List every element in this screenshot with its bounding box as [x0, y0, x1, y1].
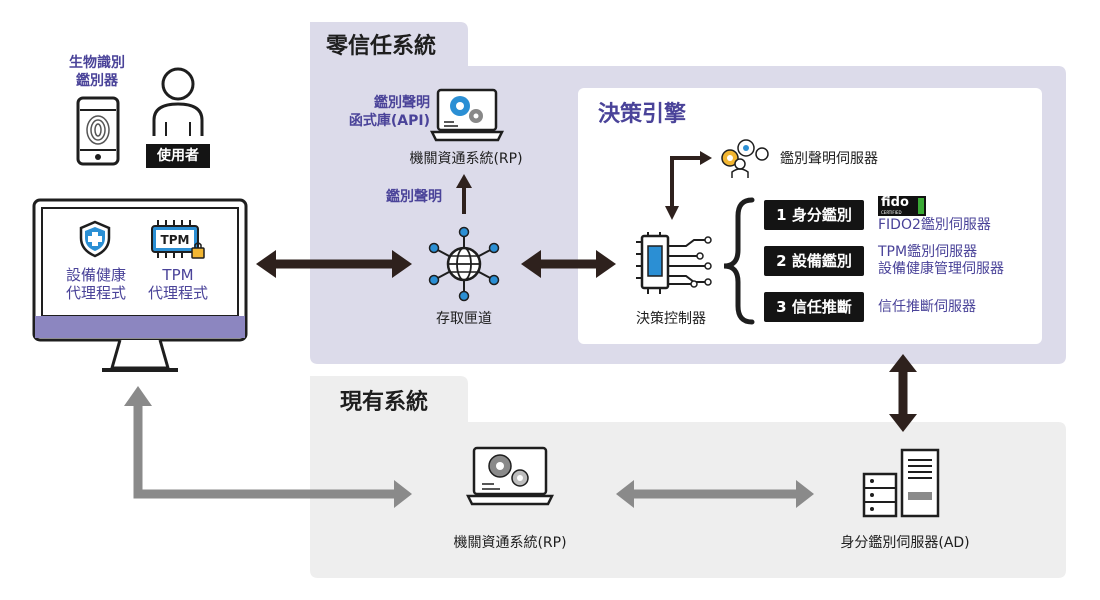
existing-panel	[310, 376, 1066, 578]
tpm-chip-icon: TPM	[151, 220, 205, 259]
arrow-client-gateway	[256, 250, 412, 278]
step-identity-servers: FIDO2鑑別伺服器	[878, 217, 991, 233]
tpm-chip-text: TPM	[161, 233, 190, 247]
assertion-server-label: 鑑別聲明伺服器	[780, 151, 878, 167]
step-identity-badge: 1 身分鑑別	[764, 200, 864, 230]
fido-logo-certified: CERTIFIED	[881, 210, 902, 215]
existing-rp-label: 機關資通系統(RP)	[453, 535, 567, 551]
decision-controller-icon	[636, 232, 712, 294]
fido-logo: fido CERTIFIED	[878, 196, 926, 216]
library-label: 鑑別聲明 函式庫(API)	[348, 95, 430, 129]
arrow-existing-rp-ad	[616, 480, 814, 508]
step-trust-servers: 信任推斷伺服器	[878, 299, 976, 315]
authenticator-label: 生物識別 鑑別器	[69, 55, 125, 89]
user-badge: 使用者	[146, 144, 210, 168]
decision-engine-title: 決策引擎	[598, 102, 687, 127]
tpm-agent-label: TPM 代理程式	[147, 266, 208, 302]
controller-label: 決策控制器	[636, 311, 706, 327]
laptop-gear-icon	[430, 88, 504, 142]
assertion-server-icon	[721, 139, 769, 178]
arrow-gateway-controller	[521, 250, 616, 278]
fido-logo-word: fido	[881, 195, 909, 210]
arrow-gateway-rp	[456, 174, 472, 214]
access-gateway-icon	[428, 226, 500, 302]
step-trust-badge: 3 信任推斷	[764, 292, 864, 322]
arrow-existing-rp-client	[124, 386, 412, 508]
zt-rp-label: 機關資通系統(RP)	[409, 151, 523, 167]
user-icon	[152, 67, 204, 136]
ad-label: 身分鑑別伺服器(AD)	[840, 535, 970, 551]
assertion-label: 鑑別聲明	[386, 189, 442, 205]
shield-cross-icon	[79, 220, 111, 258]
step-device-badge: 2 設備鑑別	[764, 246, 864, 276]
fido-logo-accent	[918, 198, 924, 214]
existing-title: 現有系統	[340, 390, 429, 415]
existing-laptop-gear-icon	[466, 446, 554, 506]
steps-brace	[723, 197, 755, 325]
zero-trust-title: 零信任系統	[326, 34, 437, 59]
phone-fingerprint-icon	[76, 96, 120, 166]
arrow-engine-ad	[889, 354, 917, 432]
gateway-label: 存取匣道	[436, 311, 492, 327]
step-device-servers: TPM鑑別伺服器 設備健康管理伺服器	[878, 244, 1004, 277]
arrow-controller-assertion-server	[665, 151, 712, 220]
server-rack-icon	[862, 448, 940, 518]
health-agent-label: 設備健康 代理程式	[65, 266, 126, 302]
